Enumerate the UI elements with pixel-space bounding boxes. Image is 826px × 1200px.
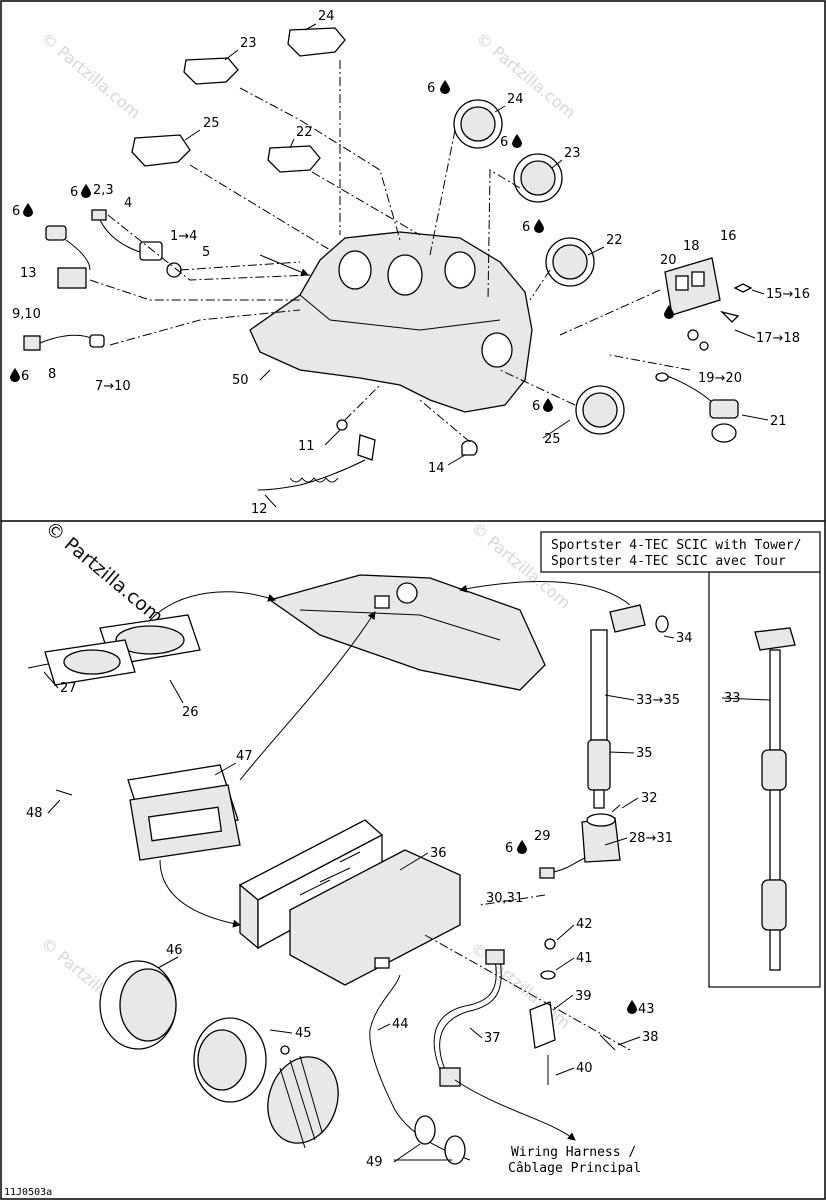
callout-28-31: 28→31 [629,831,673,846]
callout-41: 41 [576,951,593,966]
watermark: © Partzilla.com [37,29,144,123]
callout-4: 4 [124,196,132,211]
callout-34: 34 [676,631,693,646]
callout-45: 45 [295,1026,312,1041]
gauge [453,99,625,435]
callout-23: 23 [564,146,581,161]
callout-22: 22 [296,125,313,140]
callout-14: 14 [428,461,445,476]
watermark-dark: © Partzilla.com [41,517,167,628]
navigation-light-pole [581,604,669,863]
callout-36: 36 [430,846,447,861]
tower-box-header [540,531,821,573]
callout-1-4: 1→4 [170,229,197,244]
callout-25: 25 [544,432,561,447]
wiring-note: Câblage Principal [508,1161,641,1176]
callout-29: 29 [534,829,551,844]
callout-44: 44 [392,1017,409,1032]
tower-box-title: Sportster 4-TEC SCIC avec Tour [551,554,786,569]
callout-23: 23 [240,36,257,51]
callout-2-3: 2,3 [93,183,114,198]
bottom-assembly: Sportster 4-TEC SCIC with Tower/ Sportst… [4,531,821,1198]
cable-lanyard [257,419,478,491]
callout-18: 18 [683,239,700,254]
callout-13: 13 [20,266,37,281]
callout-17-18: 17→18 [756,331,800,346]
callout-24: 24 [318,9,335,24]
callout-35: 35 [636,746,653,761]
callout-39: 39 [575,989,592,1004]
stereo-unit [238,819,461,986]
callout-47: 47 [236,749,253,764]
stereo-harness [369,949,505,1165]
callout-27: 27 [60,681,77,696]
mounting-bracket [529,938,616,1085]
callout-9-10: 9,10 [12,307,41,322]
callout-15-16: 15→16 [766,287,810,302]
boat-hull [268,574,546,691]
watermark: © Partzilla.com [467,939,574,1033]
callout-40: 40 [576,1061,593,1076]
callout-5: 5 [202,245,210,260]
callout-38: 38 [642,1030,659,1045]
stereo-cover [55,764,241,861]
callout-43: 43 [638,1002,655,1017]
gauge-bezel [131,27,346,173]
callout-24: 24 [507,92,524,107]
callout-6: 6 [505,841,513,856]
callout-19-20: 19→20 [698,371,742,386]
callout-12: 12 [251,502,268,517]
callout-16: 16 [720,229,737,244]
callout-20: 20 [660,253,677,268]
fuse-holder [539,857,586,879]
console-body [249,231,533,413]
tower-box-title: Sportster 4-TEC SCIC with Tower/ [551,538,801,553]
callout-6: 6 [500,135,508,150]
callout-6: 6 [427,81,435,96]
callout-25: 25 [203,116,220,131]
callout-6: 6 [12,204,20,219]
callout-42: 42 [576,917,593,932]
callout-7-10: 7→10 [95,379,131,394]
callout-6: 6 [532,399,540,414]
callout-48: 48 [26,806,43,821]
callout-22: 22 [606,233,623,248]
wiring-note: Wiring Harness / [511,1145,636,1160]
callout-50: 50 [232,373,249,388]
callout-46: 46 [166,943,183,958]
top-assembly: 24 23 25 22 6 24 6 23 6 22 6 2,3 4 6 1→4… [10,9,810,517]
callout-32: 32 [641,791,658,806]
speaker-bezel [27,614,201,686]
callout-6: 6 [522,220,530,235]
callout-49: 49 [366,1155,383,1170]
callout-37: 37 [484,1031,501,1046]
callout-26: 26 [182,705,199,720]
power-outlet [655,372,739,443]
callout-21: 21 [770,414,787,429]
callout-8: 8 [48,367,56,382]
callout-11: 11 [298,439,315,454]
drawing-reference: 11J0503a [4,1187,52,1198]
speaker [99,960,339,1149]
tower-light [754,627,796,971]
callout-6: 6 [21,369,29,384]
callout-30-31: 30,31 [486,891,523,906]
sensor-harness [23,209,182,351]
callout-6: 6 [70,185,78,200]
callout-33-35: 33→35 [636,693,680,708]
switch-panel [664,257,753,351]
